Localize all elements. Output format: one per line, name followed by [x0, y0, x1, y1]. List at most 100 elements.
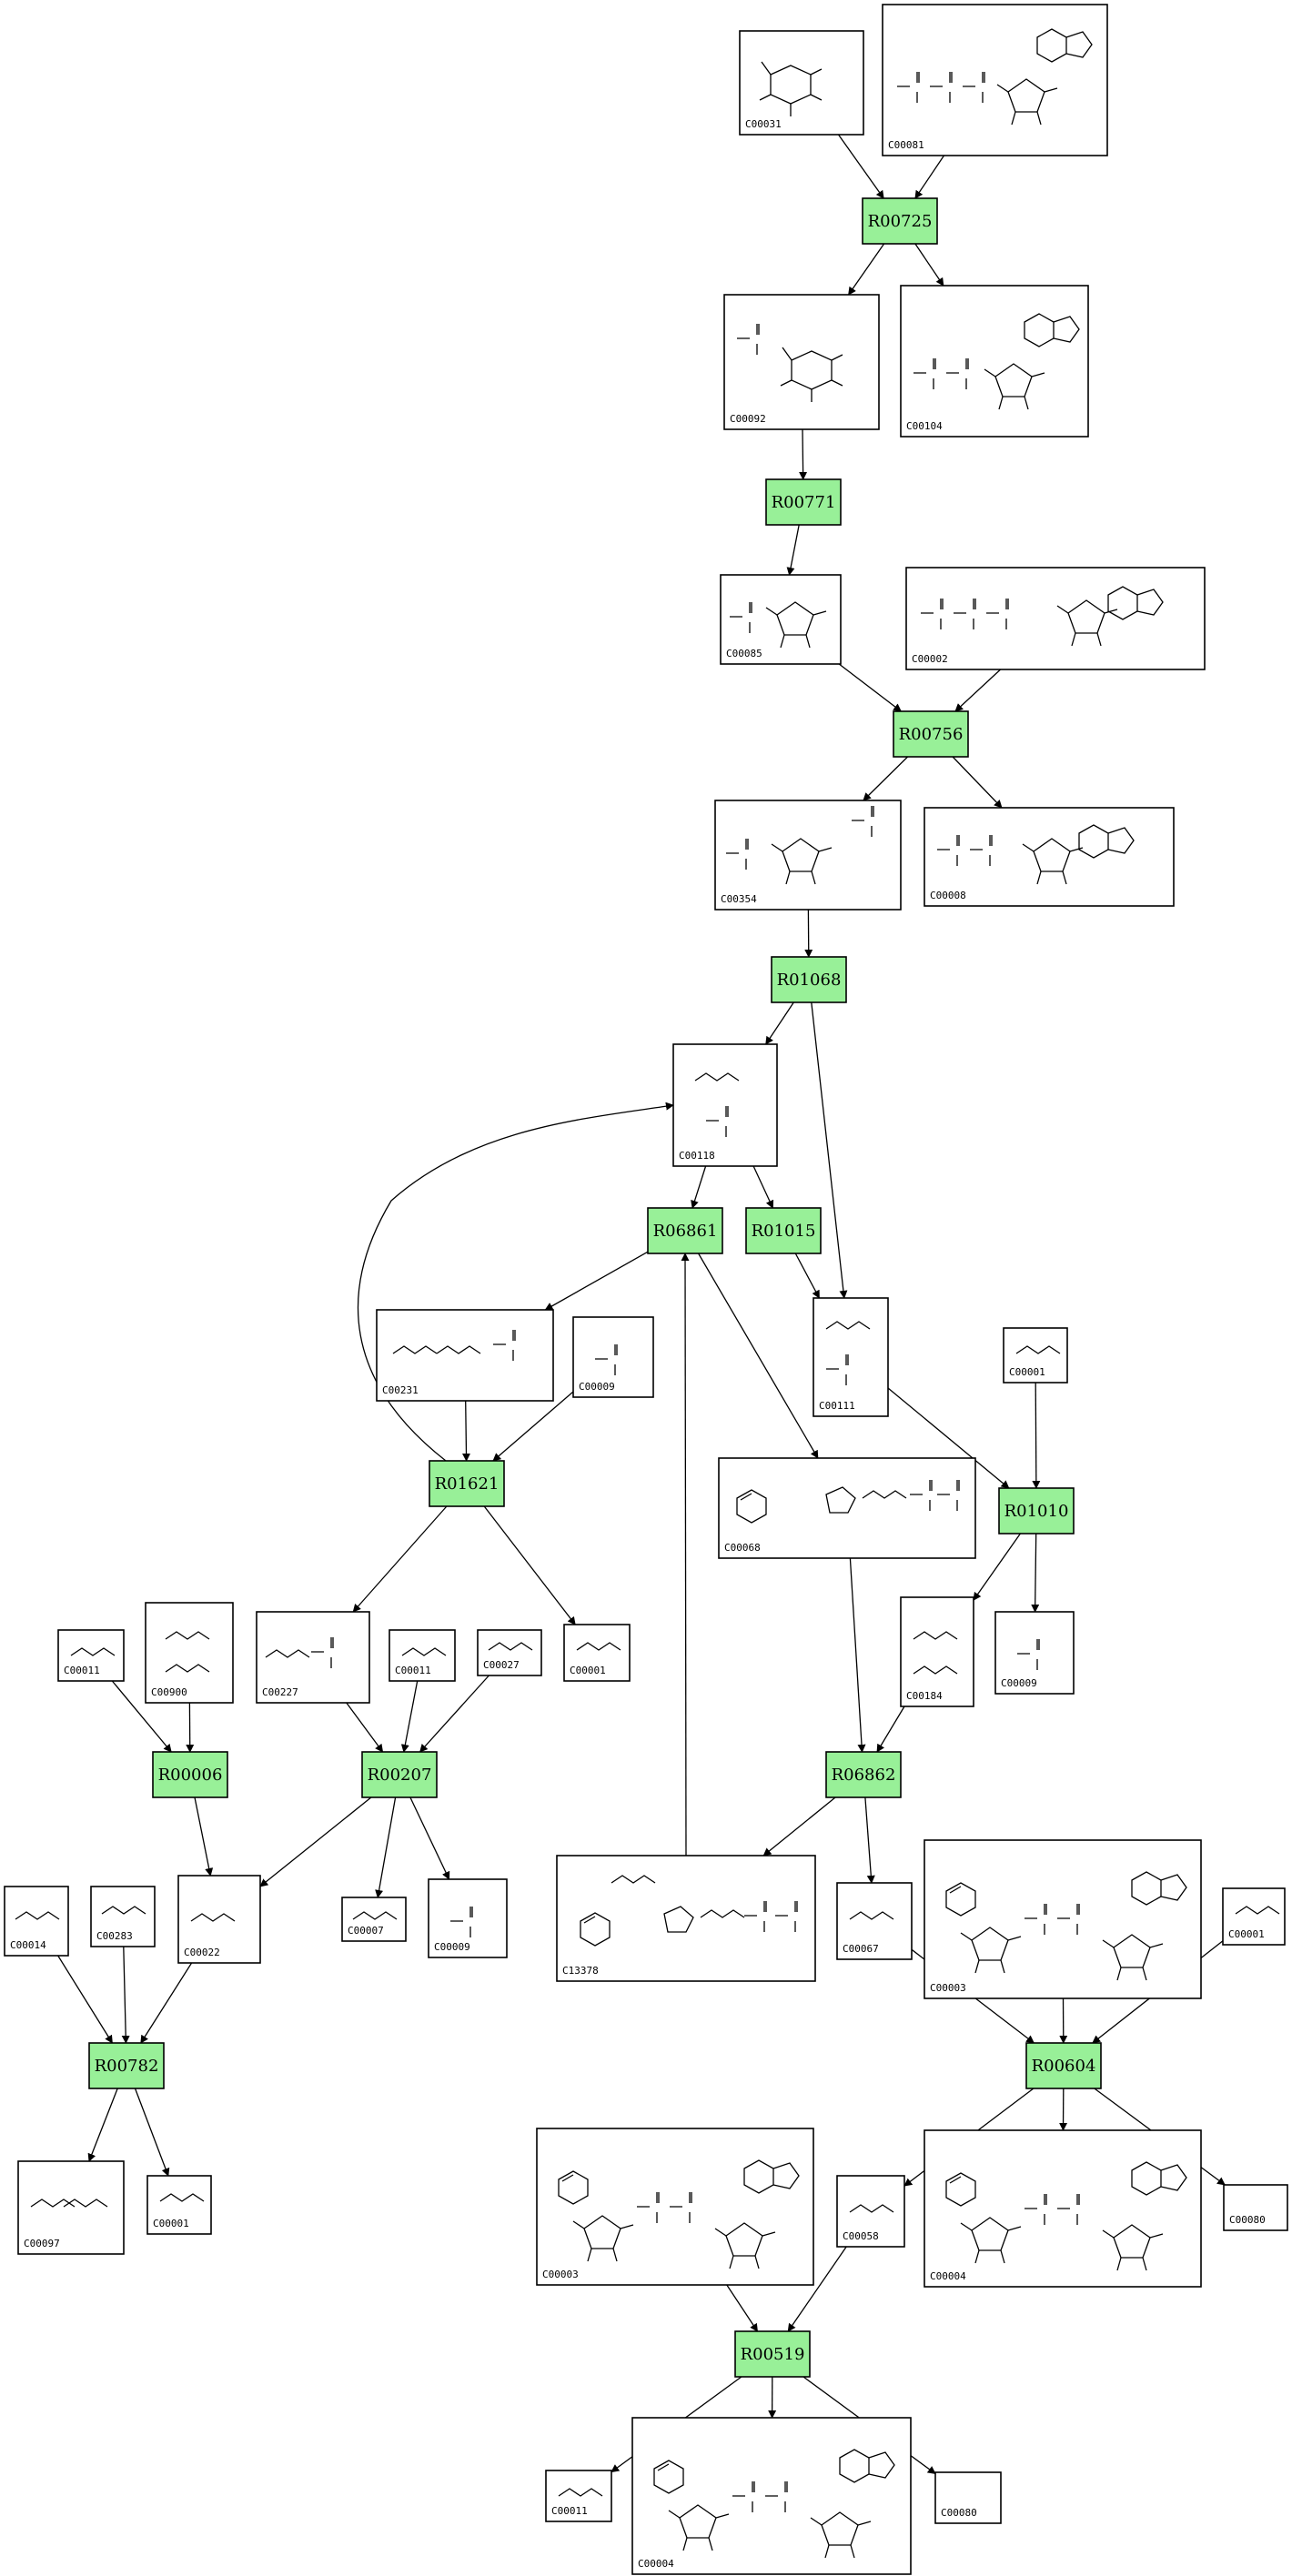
reaction-node-r00604[interactable]: R00604 — [1025, 2042, 1102, 2089]
compound-node-c00001[interactable]: C00001 — [563, 1624, 631, 1682]
reaction-node-r00519[interactable]: R00519 — [734, 2330, 811, 2378]
compound-code-label: C00003 — [930, 1982, 966, 1994]
compound-code-label: C00104 — [906, 420, 943, 432]
compound-code-label: C00008 — [930, 890, 966, 901]
compound-code-label: C00092 — [730, 413, 766, 425]
compound-node-c00002[interactable]: C00002 — [905, 567, 1206, 670]
compound-node-c00003[interactable]: C00003 — [924, 1839, 1202, 1999]
compound-code-label: C00118 — [679, 1150, 715, 1162]
reaction-node-r00725[interactable]: R00725 — [862, 197, 938, 245]
compound-node-c00008[interactable]: C00008 — [924, 807, 1175, 907]
reaction-node-r00782[interactable]: R00782 — [88, 2042, 165, 2089]
edge-c22-to-r00782 — [140, 1962, 193, 2044]
edge-r00207-to-c22 — [259, 1796, 372, 1887]
compound-code-label: C00283 — [96, 1930, 133, 1942]
compound-node-c00007[interactable]: C00007 — [341, 1897, 407, 1942]
compound-node-c00031[interactable]: C00031 — [739, 30, 864, 136]
reaction-label: R00207 — [368, 1766, 432, 1785]
compound-node-c00001[interactable]: C00001 — [1222, 1887, 1286, 1946]
compound-node-c00184[interactable]: C00184 — [900, 1596, 974, 1707]
compound-node-c00097[interactable]: C00097 — [17, 2160, 125, 2255]
edge-r06861-to-c68 — [698, 1253, 819, 1459]
reaction-box — [1025, 2042, 1102, 2089]
edge-c184-to-r06862 — [876, 1706, 905, 1753]
compound-node-c00009[interactable]: C00009 — [428, 1878, 508, 1958]
reaction-node-r01015[interactable]: R01015 — [745, 1207, 822, 1254]
compound-code-label: C00080 — [1229, 2214, 1266, 2226]
edge-r01621-to-c227 — [352, 1505, 448, 1613]
compound-node-c00080[interactable]: C00080 — [1223, 2184, 1288, 2231]
reaction-label: R01068 — [777, 971, 842, 990]
compound-box — [17, 2160, 125, 2255]
compound-code-label: C13378 — [562, 1965, 599, 1977]
reaction-node-r00771[interactable]: R00771 — [765, 478, 842, 526]
compound-node-c00231[interactable]: C00231 — [376, 1309, 554, 1402]
reaction-node-r01010[interactable]: R01010 — [998, 1487, 1075, 1535]
compound-node-c00011[interactable]: C00011 — [57, 1629, 125, 1682]
compound-code-label: C00014 — [10, 1939, 46, 1951]
edge-r01621-to-c1b — [483, 1505, 576, 1625]
edge-r00006-to-c22 — [194, 1796, 214, 1877]
edge-r00207-to-c7 — [375, 1796, 397, 1898]
compound-box — [256, 1611, 370, 1704]
compound-code-label: C00009 — [579, 1381, 615, 1393]
compound-node-c00001[interactable]: C00001 — [146, 2175, 212, 2235]
compound-node-c00068[interactable]: C00068 — [718, 1457, 976, 1559]
reaction-node-r00756[interactable]: R00756 — [893, 710, 969, 758]
reaction-node-r00006[interactable]: R00006 — [152, 1751, 228, 1798]
edge-r01621-to-c118 — [358, 1102, 674, 1462]
compound-node-c00085[interactable]: C00085 — [720, 574, 842, 665]
compound-node-c00111[interactable]: C00111 — [813, 1297, 889, 1417]
compound-box — [428, 1878, 508, 1958]
compound-code-label: C00067 — [843, 1943, 879, 1955]
compound-code-label: C00001 — [570, 1665, 606, 1676]
edge-c2-to-r00756 — [954, 669, 1002, 712]
compound-node-c00283[interactable]: C00283 — [90, 1886, 156, 1947]
reaction-node-r06861[interactable]: R06861 — [647, 1207, 723, 1254]
compound-node-c00027[interactable]: C00027 — [477, 1629, 542, 1676]
compound-code-label: C00080 — [941, 2507, 977, 2519]
edge-c3b-to-r00519 — [726, 2284, 759, 2332]
edge-c14-to-r00782 — [57, 1955, 113, 2044]
compound-node-c00004[interactable]: C00004 — [924, 2129, 1202, 2288]
compound-node-c00003[interactable]: C00003 — [536, 2128, 814, 2286]
compound-node-c00080[interactable]: C00080 — [934, 2471, 1002, 2524]
compound-code-label: C00007 — [348, 1925, 384, 1937]
compound-box — [994, 1611, 1075, 1695]
compound-node-c00081[interactable]: C00081 — [882, 4, 1108, 156]
edge-c27-to-r00207 — [419, 1675, 490, 1753]
reaction-label: R01010 — [1004, 1502, 1069, 1521]
compound-code-label: C00001 — [153, 2218, 189, 2229]
compound-node-c00900[interactable]: C00900 — [145, 1602, 234, 1704]
reaction-node-r00207[interactable]: R00207 — [361, 1751, 438, 1798]
compound-node-c00104[interactable]: C00104 — [900, 285, 1089, 438]
compound-node-c00118[interactable]: C00118 — [672, 1043, 778, 1167]
compound-node-c00004[interactable]: C00004 — [631, 2417, 912, 2575]
compound-node-c00067[interactable]: C00067 — [836, 1882, 913, 1960]
reaction-node-r01068[interactable]: R01068 — [771, 956, 847, 1003]
compound-node-c00011[interactable]: C00011 — [545, 2470, 612, 2522]
compound-node-c00227[interactable]: C00227 — [256, 1611, 370, 1704]
compound-code-label: C00011 — [64, 1665, 100, 1676]
reaction-node-r01621[interactable]: R01621 — [429, 1460, 505, 1507]
compound-node-c00058[interactable]: C00058 — [836, 2175, 905, 2248]
reaction-box — [734, 2330, 811, 2378]
edge-r01010-to-c184 — [973, 1533, 1021, 1601]
compound-box — [177, 1875, 261, 1964]
reaction-label: R06862 — [832, 1766, 896, 1785]
compound-node-c00009[interactable]: C00009 — [994, 1611, 1075, 1695]
reaction-node-r06862[interactable]: R06862 — [825, 1751, 902, 1798]
reaction-box — [152, 1751, 228, 1798]
compound-node-c13378[interactable]: C13378 — [556, 1855, 816, 1982]
edge-c231-to-r01621 — [461, 1400, 470, 1462]
edge-c81-to-r00725 — [914, 155, 945, 199]
compound-node-c00009[interactable]: C00009 — [572, 1316, 654, 1398]
compound-node-c00011[interactable]: C00011 — [389, 1629, 456, 1682]
compound-node-c00354[interactable]: C00354 — [714, 800, 902, 911]
compound-node-c00092[interactable]: C00092 — [723, 294, 880, 430]
edge-c58-to-r00519 — [787, 2246, 847, 2332]
compound-node-c00022[interactable]: C00022 — [177, 1875, 261, 1964]
compound-node-c00014[interactable]: C00014 — [4, 1886, 69, 1957]
compound-box — [1222, 1887, 1286, 1946]
compound-node-c00001[interactable]: C00001 — [1003, 1327, 1068, 1384]
